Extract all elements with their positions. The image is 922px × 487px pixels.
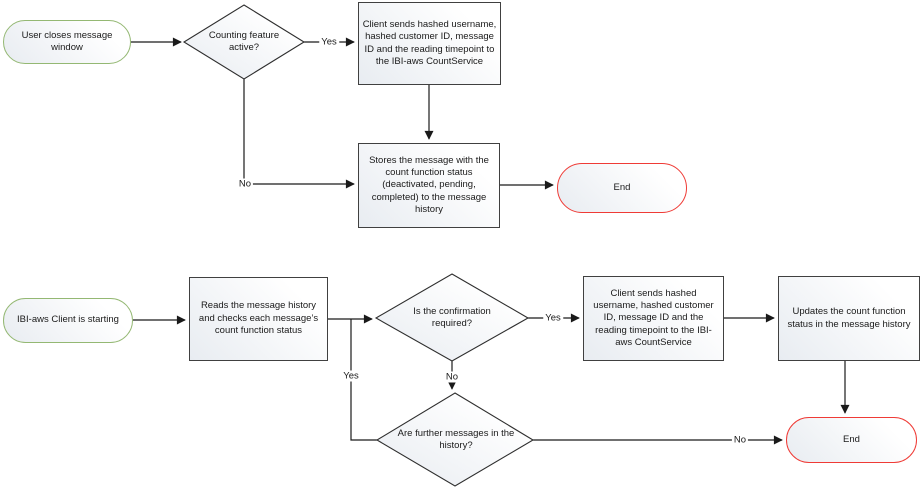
edge-decision3-yes-return	[350, 319, 377, 441]
terminator-user-closes-message-window: User closes message window	[3, 20, 131, 64]
edge-label-confirmation-yes: Yes	[543, 312, 563, 324]
decision-further-messages-shape	[375, 392, 535, 487]
edge-label-further-no: No	[731, 434, 749, 446]
process-client-sends-countservice-bottom: Client sends hashed username, hashed cus…	[583, 276, 724, 361]
process-client-sends-countservice-top: Client sends hashed username, hashed cus…	[358, 2, 501, 85]
process-reads-message-history: Reads the message history and checks eac…	[189, 277, 328, 361]
decision-counting-feature-shape	[182, 4, 306, 80]
edge-label-further-yes: Yes	[341, 370, 361, 382]
terminator-end-bottom: End	[786, 417, 917, 463]
edge-label-counting-yes: Yes	[319, 36, 339, 48]
terminator-ibi-aws-client-starting: IBI-aws Client is starting	[3, 298, 133, 343]
process-stores-message-history: Stores the message with the count functi…	[358, 143, 500, 228]
edge-label-confirmation-no: No	[443, 371, 461, 383]
process-updates-count-function-status: Updates the count function status in the…	[778, 276, 920, 361]
edge-decision1-no-to-process2	[243, 79, 355, 189]
edge-label-counting-no: No	[236, 178, 254, 190]
decision-confirmation-required-shape	[374, 273, 530, 362]
terminator-end-top: End	[557, 163, 687, 213]
